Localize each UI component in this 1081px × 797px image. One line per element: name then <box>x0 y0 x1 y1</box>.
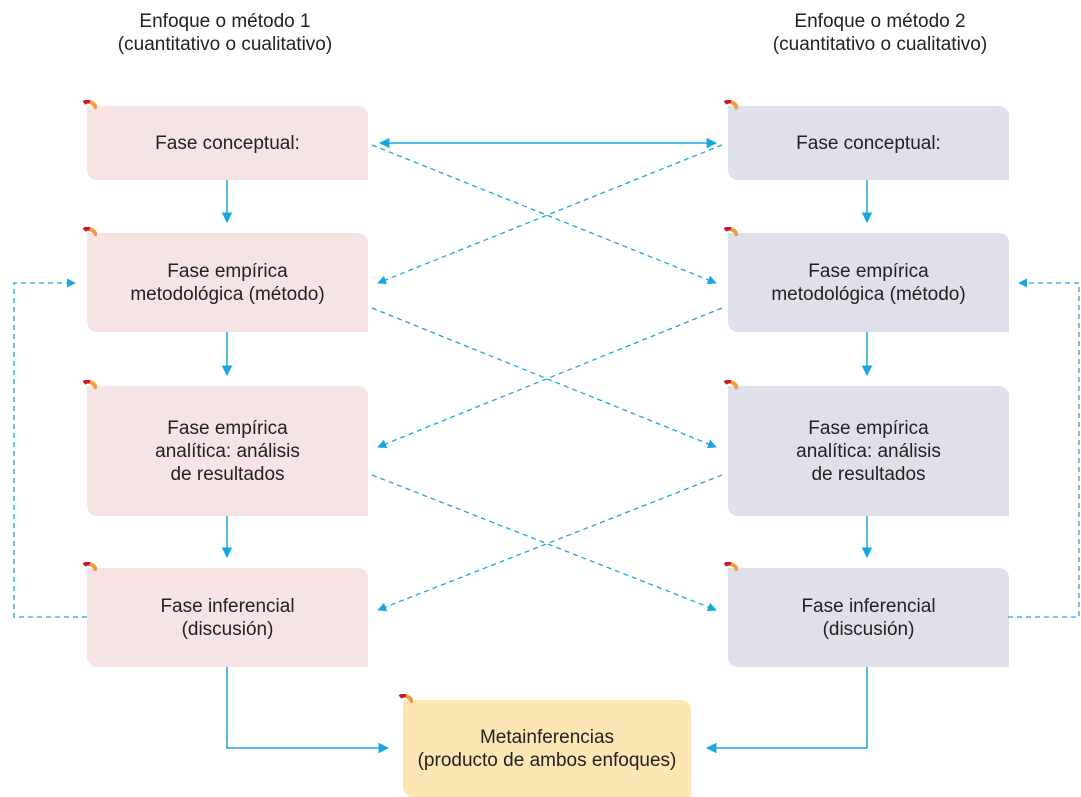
meta-line1: Metainferencias <box>479 726 615 748</box>
right-inferencial-line1: Fase inferencial <box>801 595 936 617</box>
dashed-cross-2a <box>371 307 717 449</box>
right-conceptual-box: Fase conceptual: <box>723 100 1009 180</box>
right-analitica-line2: analítica: análisis <box>796 440 941 462</box>
right-inferencial-line2: (discusión) <box>822 618 915 640</box>
metainferencias-box: Metainferencias (producto de ambos enfoq… <box>398 694 691 797</box>
left-empirica-analitica-box: Fase empírica analítica: análisis de res… <box>82 380 368 516</box>
left-conceptual-label: Fase conceptual: <box>155 132 300 154</box>
left-inferencial-box: Fase inferencial (discusión) <box>82 562 368 667</box>
left-inferencial-line1: Fase inferencial <box>160 595 295 617</box>
left-analitica-line3: de resultados <box>170 463 285 485</box>
method-1-title: Enfoque o método 1 (cuantitativo o cuali… <box>75 10 375 56</box>
meta-line2: (producto de ambos enfoques) <box>417 749 677 771</box>
left-analitica-line2: analítica: análisis <box>155 440 300 462</box>
method-1-title-line1: Enfoque o método 1 <box>139 11 311 32</box>
left-analitica-line1: Fase empírica <box>167 417 288 439</box>
left-inferencial-line2: (discusión) <box>181 618 274 640</box>
right-conceptual-label: Fase conceptual: <box>796 132 941 154</box>
dashed-cross-3b <box>377 474 723 612</box>
right-empirica-analitica-box: Fase empírica analítica: análisis de res… <box>723 380 1009 516</box>
dashed-cross-3a <box>371 474 717 612</box>
right-empirica-metodologica-box: Fase empírica metodológica (método) <box>723 227 1009 332</box>
method-2-title-line1: Enfoque o método 2 <box>794 11 966 32</box>
left-metodologica-line2: metodológica (método) <box>130 283 325 305</box>
dashed-cross-1a <box>371 144 717 285</box>
method-1-title-line2: (cuantitativo o cualitativo) <box>117 34 333 55</box>
arrow-left-to-meta <box>226 667 390 754</box>
method-2-title-line2: (cuantitativo o cualitativo) <box>772 34 988 55</box>
method-2-title: Enfoque o método 2 (cuantitativo o cuali… <box>730 10 1030 56</box>
right-inferencial-box: Fase inferencial (discusión) <box>723 562 1009 667</box>
left-metodologica-line1: Fase empírica <box>167 260 288 282</box>
arrow-right-to-meta <box>705 667 868 754</box>
left-conceptual-box: Fase conceptual: <box>82 100 368 180</box>
right-analitica-line3: de resultados <box>811 463 926 485</box>
dashed-cross-1b <box>377 144 723 285</box>
right-analitica-line1: Fase empírica <box>808 417 929 439</box>
right-metodologica-line2: metodológica (método) <box>771 283 966 305</box>
dashed-feedback-left <box>13 278 87 618</box>
dashed-cross-2b <box>377 307 723 449</box>
left-empirica-metodologica-box: Fase empírica metodológica (método) <box>82 227 368 332</box>
right-metodologica-line1: Fase empírica <box>808 260 929 282</box>
dashed-feedback-right <box>1008 278 1080 618</box>
